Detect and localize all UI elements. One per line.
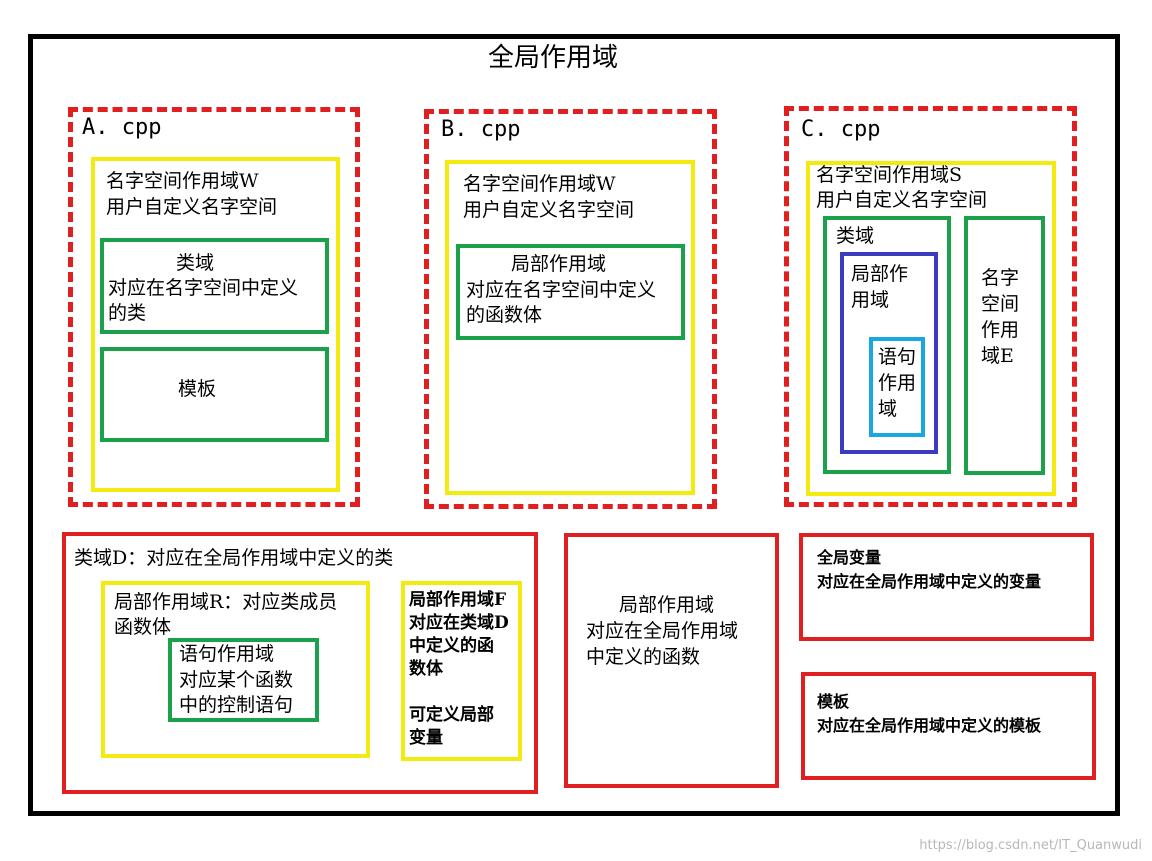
c-local-scope-line-1: 局部作 <box>851 263 909 285</box>
global-function-line-2: 对应在全局作用域 <box>586 620 739 642</box>
local-scope-r-line-2: 函数体 <box>114 616 172 638</box>
a-cpp-filename: A. cpp <box>82 115 162 140</box>
watermark: https://blog.csdn.net/IT_Quanwudi <box>919 838 1142 853</box>
a-template-scope <box>100 347 329 442</box>
c-namespace-e-line-3: 作用 <box>981 319 1020 341</box>
a-namespace-w <box>91 157 340 492</box>
global-function-scope <box>564 533 779 788</box>
c-cpp-filename: C. cpp <box>801 117 881 142</box>
c-namespace-line-2: 用户自定义名字空间 <box>816 189 988 211</box>
c-class-scope <box>823 216 951 474</box>
global-template-line-1: 模板 <box>817 692 850 711</box>
b-local-scope-line-1: 局部作用域 <box>511 253 607 275</box>
local-scope-r-line-1: 局部作用域R：对应类成员 <box>114 591 338 613</box>
c-namespace-e-line-4: 域E <box>981 345 1014 367</box>
class-d-scope <box>62 532 538 794</box>
a-class-scope-line-1: 类域 <box>176 252 215 274</box>
c-statement-line-3: 域 <box>878 398 898 420</box>
b-local-scope <box>456 244 685 340</box>
b-local-scope-line-3: 的函数体 <box>466 304 543 326</box>
c-statement-scope <box>869 337 925 437</box>
class-d-title: 类域D：对应在全局作用域中定义的类 <box>74 547 394 569</box>
c-namespace-line-1: 名字空间作用域S <box>816 164 963 186</box>
b-local-scope-line-2: 对应在名字空间中定义 <box>466 279 657 301</box>
a-class-scope-line-2: 对应在名字空间中定义 <box>108 277 299 299</box>
b-namespace-w <box>445 160 695 495</box>
local-scope-f-line-3: 中定义的函 <box>409 636 494 656</box>
d-statement-line-1: 语句作用域 <box>179 643 275 665</box>
a-template-label: 模板 <box>178 378 217 400</box>
c-namespace-e-line-2: 空间 <box>981 293 1020 315</box>
global-variable-line-1: 全局变量 <box>817 548 882 567</box>
global-variable-box <box>799 533 1094 641</box>
d-statement-scope <box>168 638 319 722</box>
global-function-line-1: 局部作用域 <box>619 594 715 616</box>
global-scope-title: 全局作用域 <box>488 43 619 73</box>
global-function-line-3: 中定义的函数 <box>586 646 701 668</box>
local-scope-f-line-1: 局部作用域F <box>409 590 507 610</box>
c-statement-line-2: 作用 <box>878 372 917 394</box>
d-statement-line-3: 中的控制语句 <box>179 694 294 716</box>
local-scope-f-line-2: 对应在类域D <box>409 613 509 633</box>
local-scope-f-line-7: 变量 <box>409 728 443 748</box>
a-cpp-file <box>68 107 360 507</box>
a-class-scope <box>100 238 329 334</box>
c-cpp-file <box>784 106 1077 507</box>
a-namespace-line-1: 名字空间作用域W <box>106 170 259 192</box>
d-statement-line-2: 对应某个函数 <box>179 669 294 691</box>
local-scope-f-line-4: 数体 <box>409 659 443 679</box>
global-template-line-2: 对应在全局作用域中定义的模板 <box>817 716 1042 735</box>
a-class-scope-line-3: 的类 <box>108 302 147 324</box>
c-local-scope <box>840 252 938 454</box>
c-namespace-e <box>964 216 1045 475</box>
b-cpp-filename: B. cpp <box>441 117 521 142</box>
global-scope-frame <box>28 34 1120 816</box>
global-variable-line-2: 对应在全局作用域中定义的变量 <box>817 572 1042 591</box>
a-namespace-line-2: 用户自定义名字空间 <box>106 196 278 218</box>
c-namespace-e-line-1: 名字 <box>981 267 1020 289</box>
c-statement-line-1: 语句 <box>878 346 917 368</box>
b-cpp-file <box>424 109 717 509</box>
b-namespace-line-1: 名字空间作用域W <box>463 173 616 195</box>
local-scope-r <box>101 581 370 758</box>
c-local-scope-line-2: 用域 <box>851 289 890 311</box>
local-scope-f <box>401 581 522 761</box>
c-class-scope-label: 类域 <box>836 225 875 247</box>
b-namespace-line-2: 用户自定义名字空间 <box>463 199 635 221</box>
c-namespace-s <box>806 161 1056 496</box>
global-template-box <box>801 672 1096 780</box>
local-scope-f-line-6: 可定义局部 <box>409 705 494 725</box>
